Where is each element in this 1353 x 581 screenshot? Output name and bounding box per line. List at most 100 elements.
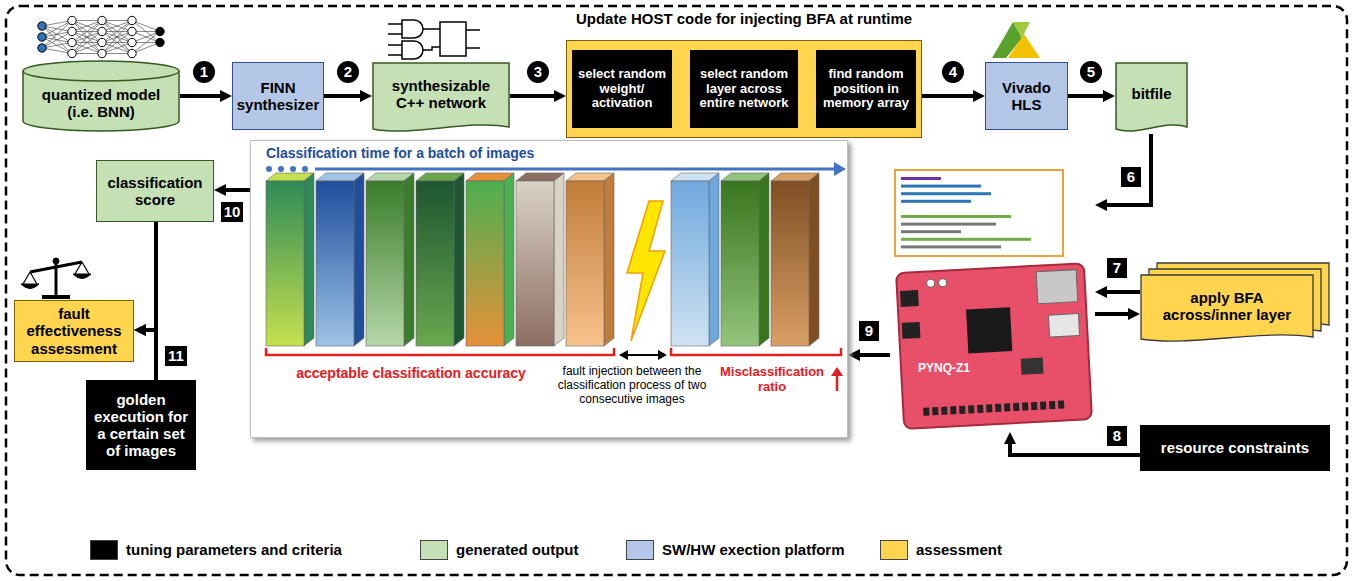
flow-arrow <box>1107 134 1151 205</box>
illustration-part <box>42 21 72 49</box>
illustration-part <box>901 185 981 188</box>
illustration-part <box>721 181 759 346</box>
illustration-part <box>82 262 89 274</box>
node-text: Update HOST code for injecting BFA at ru… <box>554 10 934 27</box>
illustration-part <box>102 21 132 32</box>
illustration-part <box>896 263 1092 429</box>
illustration-part <box>21 284 39 289</box>
illustration-part <box>901 223 996 226</box>
legend-text: tuning parameters and criteria <box>126 540 342 560</box>
illustration-part <box>466 29 480 31</box>
illustration-part <box>658 350 667 360</box>
node-text: bitfile <box>1132 85 1172 102</box>
illustration-part <box>366 181 404 346</box>
node-text: fault effectiveness assessment <box>19 305 129 357</box>
node-text: Vivado HLS <box>990 79 1063 114</box>
illustration-part <box>1031 402 1037 410</box>
illustration-part <box>128 38 136 46</box>
node-text: select random layer across entire networ… <box>694 67 794 112</box>
illustration-part <box>42 295 70 299</box>
document-stack: apply BFA across/inner layer <box>1140 262 1330 344</box>
illustration-part <box>128 16 136 24</box>
criteria-box: golden execution for a certain set of im… <box>86 380 196 470</box>
illustration-part <box>440 22 466 56</box>
illustration-part <box>986 404 992 412</box>
legend-swatch <box>90 540 118 560</box>
illustration-part <box>923 408 929 416</box>
step-box: find random position in memory array <box>816 50 916 128</box>
illustration-part <box>102 43 132 54</box>
illustration-part <box>128 27 136 35</box>
illustration-part <box>466 47 480 49</box>
illustration-part <box>72 21 102 32</box>
illustration-part <box>72 21 102 54</box>
node-text: select random weight/ activation <box>576 67 668 112</box>
illustration-part <box>836 375 839 391</box>
illustration-part <box>38 22 46 30</box>
illustration-part <box>627 201 665 341</box>
node-text: quantized model (i.e. BNN) <box>28 86 174 121</box>
illustration-part <box>304 173 314 346</box>
illustration-part <box>290 166 296 172</box>
illustration-part <box>671 181 709 346</box>
flow-arrow <box>922 94 973 98</box>
flow-arrow <box>324 94 360 98</box>
illustration-part <box>771 181 809 346</box>
illustration-part <box>831 367 843 376</box>
illustration-part <box>959 406 965 414</box>
illustration-part <box>966 307 1012 353</box>
illustration-part <box>1048 314 1079 338</box>
illustration-part <box>98 16 106 24</box>
fpga-board: PYNQ-Z1 <box>890 168 1095 432</box>
flow-arrow <box>1068 94 1103 98</box>
illustration-part <box>38 33 46 41</box>
illustration-part <box>809 173 819 346</box>
illustration-part <box>834 162 846 176</box>
illustration-part <box>416 181 454 346</box>
illustration-part <box>896 263 1092 429</box>
flow-arrow <box>1095 312 1128 316</box>
illustration-part <box>38 44 46 52</box>
criteria-box: resource constraints <box>1140 425 1330 471</box>
illustration-part <box>23 272 30 284</box>
image-batch-illustration <box>251 141 849 439</box>
illustration-part <box>977 405 983 413</box>
illustration-part <box>901 215 1011 218</box>
node-text: FINN synthesizer <box>237 79 320 114</box>
illustration-part <box>72 43 102 54</box>
illustration-part <box>75 262 82 274</box>
illustration-part <box>619 350 628 360</box>
output-document: bitfile <box>1115 62 1188 134</box>
illustration-part <box>1013 403 1019 411</box>
illustration-part <box>316 181 354 346</box>
step-number: 2 <box>337 61 359 83</box>
illustration-part <box>102 21 132 54</box>
legend-text: assessment <box>916 540 1002 560</box>
node-text: synthesizable C++ network <box>378 77 504 112</box>
illustration-part <box>466 181 504 346</box>
vivado-logo <box>992 22 1040 58</box>
illustration-part <box>901 230 961 233</box>
illustration-part <box>627 354 659 356</box>
illustration-part <box>315 168 835 171</box>
illustration-part <box>968 405 974 413</box>
illustration-part <box>388 23 402 25</box>
flow-arrow <box>1010 444 1140 455</box>
illustration-part <box>42 26 72 54</box>
outer-dashed-border <box>6 6 1347 575</box>
illustration-part <box>671 348 841 355</box>
illustration-part <box>68 38 76 46</box>
flow-arrow <box>226 188 250 192</box>
illustration-part <box>68 16 76 24</box>
illustration-part <box>53 258 59 264</box>
illustration-part <box>98 49 106 57</box>
illustration-part <box>759 173 769 346</box>
illustration-part <box>1040 401 1046 409</box>
flow-arrow <box>1107 290 1140 294</box>
legend-swatch <box>880 540 908 560</box>
illustration-part <box>402 20 423 38</box>
node-text: resource constraints <box>1161 439 1309 456</box>
illustration-part <box>98 38 106 46</box>
model-cylinder: quantized model (i.e. BNN) <box>22 60 180 132</box>
step-number: 3 <box>527 61 549 83</box>
